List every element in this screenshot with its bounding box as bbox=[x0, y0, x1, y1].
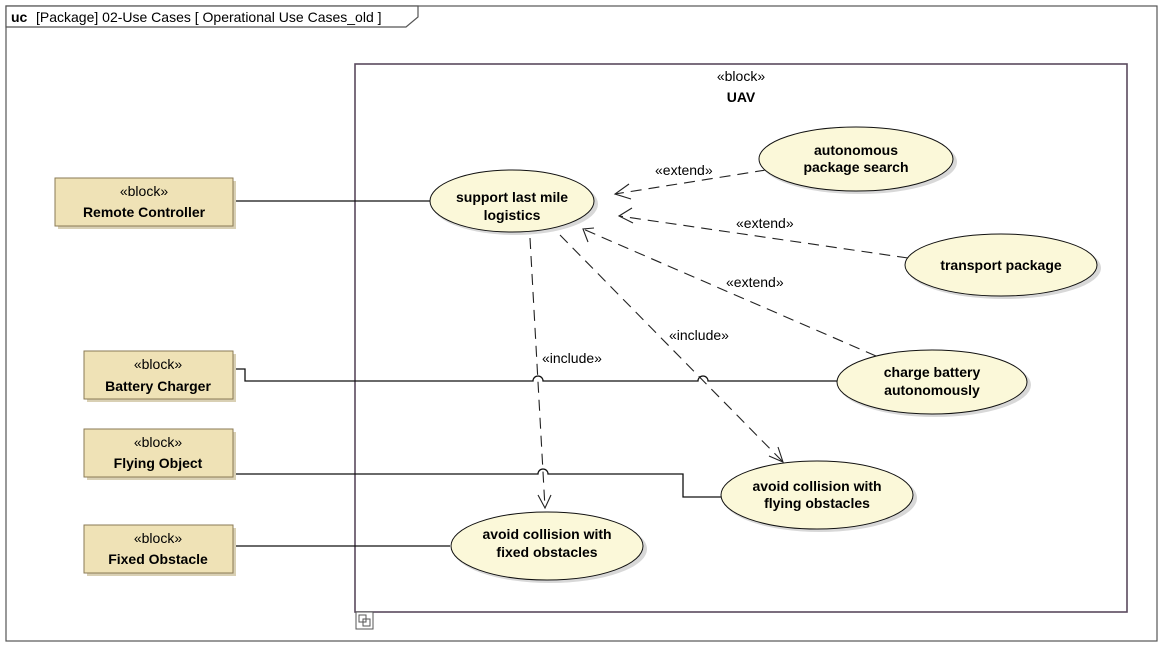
extend-arrowhead-1 bbox=[613, 183, 632, 200]
use-case-label-line: transport package bbox=[940, 257, 1062, 273]
actor-battery-charger[interactable]: «block» Battery Charger bbox=[83, 350, 236, 402]
use-case-support-last-mile-logistics[interactable]: support last mile logistics bbox=[429, 169, 598, 235]
system-stereotype: «block» bbox=[717, 68, 765, 84]
use-case-label-line: avoid collision with bbox=[752, 478, 881, 494]
extend-label-3: «extend» bbox=[726, 274, 784, 290]
diagram-link-icon[interactable] bbox=[355, 611, 374, 630]
use-case-avoid-collision-fixed-obstacles[interactable]: avoid collision with fixed obstacles bbox=[450, 511, 647, 583]
actor-stereotype: «block» bbox=[134, 356, 182, 372]
extend-label-1: «extend» bbox=[655, 162, 713, 178]
diagram-frame-tab bbox=[5, 5, 419, 28]
actor-name: Fixed Obstacle bbox=[108, 551, 208, 567]
use-case-label-line: package search bbox=[803, 159, 908, 175]
actor-stereotype: «block» bbox=[134, 434, 182, 450]
use-case-label-line: logistics bbox=[484, 207, 541, 223]
actor-remote-controller[interactable]: «block» Remote Controller bbox=[54, 177, 236, 229]
actor-name: Remote Controller bbox=[83, 204, 206, 220]
actor-stereotype: «block» bbox=[120, 183, 168, 199]
use-case-avoid-collision-flying-obstacles[interactable]: avoid collision with flying obstacles bbox=[720, 460, 917, 532]
use-case-autonomous-package-search[interactable]: autonomous package search bbox=[758, 126, 957, 194]
use-case-charge-battery-autonomously[interactable]: charge battery autonomously bbox=[836, 349, 1031, 417]
include-label-2: «include» bbox=[669, 327, 729, 343]
system-name: UAV bbox=[727, 89, 756, 105]
use-case-transport-package[interactable]: transport package bbox=[904, 233, 1101, 299]
use-case-label-line: fixed obstacles bbox=[496, 544, 597, 560]
extend-arrowhead-3 bbox=[582, 227, 595, 243]
use-case-label-line: charge battery bbox=[884, 364, 981, 380]
association-battery-charger[interactable] bbox=[233, 368, 838, 382]
extend-transport-package[interactable] bbox=[618, 215, 909, 259]
include-arrowhead-2 bbox=[768, 446, 784, 463]
diagram-kind: uc bbox=[11, 9, 28, 25]
actor-flying-object[interactable]: «block» Flying Object bbox=[83, 428, 236, 480]
include-arrowhead-1 bbox=[537, 494, 552, 510]
extend-autonomous-package-search[interactable] bbox=[614, 169, 767, 195]
actor-name: Flying Object bbox=[114, 455, 203, 471]
include-fixed-obstacles[interactable] bbox=[529, 237, 546, 509]
use-case-label-line: autonomously bbox=[884, 382, 980, 398]
use-case-label-line: avoid collision with bbox=[482, 526, 611, 542]
association-flying-object[interactable] bbox=[233, 468, 722, 498]
use-case-label-line: flying obstacles bbox=[764, 495, 870, 511]
actor-fixed-obstacle[interactable]: «block» Fixed Obstacle bbox=[83, 524, 236, 576]
include-label-1: «include» bbox=[542, 350, 602, 366]
diagram-title: [Package] 02-Use Cases [ Operational Use… bbox=[36, 9, 382, 25]
use-case-label-line: autonomous bbox=[814, 142, 898, 158]
extend-arrowhead-2 bbox=[617, 207, 634, 224]
extend-label-2: «extend» bbox=[736, 215, 794, 231]
actor-name: Battery Charger bbox=[105, 378, 211, 394]
actor-stereotype: «block» bbox=[134, 530, 182, 546]
use-case-label-line: support last mile bbox=[456, 189, 568, 205]
